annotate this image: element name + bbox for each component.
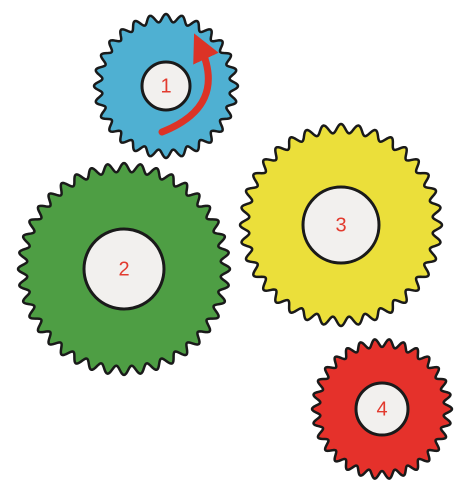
gear-1-number: 1 bbox=[160, 75, 171, 97]
gear-3: 3 bbox=[240, 124, 442, 326]
gear-4-number: 4 bbox=[376, 398, 387, 420]
gear-2: 2 bbox=[18, 163, 230, 375]
gear-3-number: 3 bbox=[335, 214, 346, 236]
gear-2-number: 2 bbox=[118, 258, 129, 280]
gear-1: 1 bbox=[94, 14, 238, 158]
gear-4: 4 bbox=[312, 339, 452, 478]
gear-layer: 1 2 3 4 bbox=[18, 14, 452, 479]
